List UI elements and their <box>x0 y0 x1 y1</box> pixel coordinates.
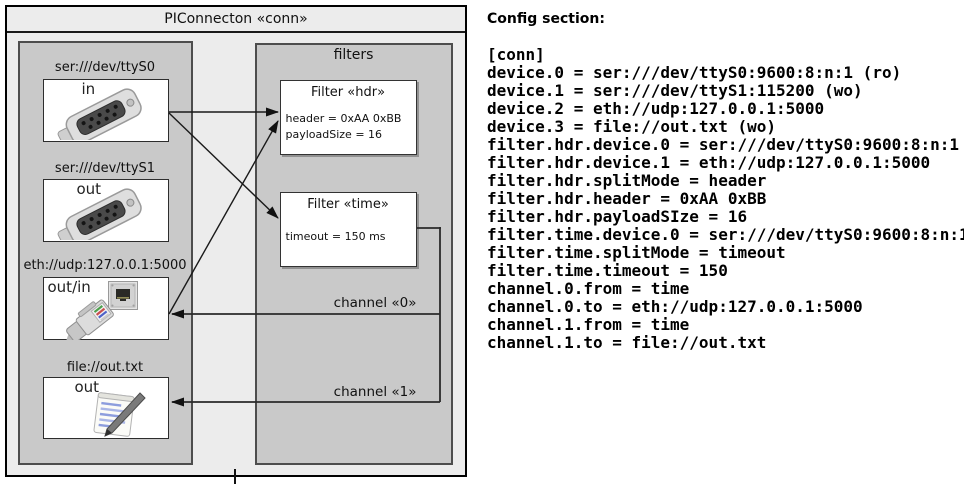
filter-attr: payloadSize = 16 <box>285 127 383 141</box>
channel-1-label: channel «1» <box>333 383 417 400</box>
config-line: filter.time.device.0 = ser:///dev/ttyS0:… <box>487 225 964 244</box>
config-line: filter.hdr.splitMode = header <box>487 171 767 190</box>
bottom-divider-tick <box>234 469 236 484</box>
device-box-eth: out/in <box>42 276 169 340</box>
piconnector-diagram: PIConnecton «conn» ser:///dev/ttyS0 in <box>5 5 467 477</box>
device-box-ttys1: out <box>42 178 169 242</box>
filter-box-time: Filter «time» timeout = 150 ms <box>279 191 417 267</box>
devices-panel: ser:///dev/ttyS0 in <box>17 40 193 465</box>
config-line: filter.time.timeout = 150 <box>487 261 728 280</box>
config-line: channel.0.to = eth://udp:127.0.0.1:5000 <box>487 297 863 316</box>
serial-connector-icon <box>57 87 142 140</box>
config-line: device.2 = eth://udp:127.0.0.1:5000 <box>487 99 825 118</box>
device-direction: out <box>76 179 102 198</box>
config-line: device.0 = ser:///dev/ttyS0:9600:8:n:1 (… <box>487 63 902 82</box>
serial-connector-icon <box>57 187 142 240</box>
filter-box-hdr: Filter «hdr» header = 0xAA 0xBB payloadS… <box>279 79 417 155</box>
config-line: filter.hdr.payloadSIze = 16 <box>487 207 748 226</box>
device-label-ttys1: ser:///dev/ttyS1 <box>54 160 156 176</box>
config-line: channel.1.to = file://out.txt <box>487 333 767 352</box>
config-line: channel.1.from = time <box>487 315 690 334</box>
device-label-ttys0: ser:///dev/ttyS0 <box>54 59 156 75</box>
config-line: filter.hdr.header = 0xAA 0xBB <box>487 189 767 208</box>
config-line: filter.hdr.device.0 = ser:///dev/ttyS0:9… <box>487 135 960 154</box>
device-label-file: file://out.txt <box>66 359 144 375</box>
title-divider <box>7 31 465 33</box>
filters-panel-title: filters <box>333 46 374 63</box>
ethernet-cable-icon <box>65 299 114 340</box>
rj45-jack-icon <box>107 280 138 310</box>
device-direction: out/in <box>47 277 91 296</box>
config-line: filter.time.splitMode = timeout <box>487 243 786 262</box>
diagram-title: PIConnecton «conn» <box>164 11 308 27</box>
config-line: channel.0.from = time <box>487 279 690 298</box>
config-line: device.3 = file://out.txt (wo) <box>487 117 776 136</box>
config-line: [conn] <box>487 45 545 64</box>
notepad-icon <box>93 391 146 437</box>
channel-0-label: channel «0» <box>333 294 417 311</box>
config-lines: [conn] device.0 = ser:///dev/ttyS0:9600:… <box>487 46 964 352</box>
filters-panel: filters Filter «hdr» header = 0xAA 0xBB … <box>254 42 453 465</box>
device-direction: out <box>74 377 100 396</box>
filter-attr: header = 0xAA 0xBB <box>285 111 402 125</box>
filter-title: Filter «hdr» <box>310 84 386 100</box>
config-line: filter.hdr.device.1 = eth://udp:127.0.0.… <box>487 153 931 172</box>
device-direction: in <box>81 79 96 98</box>
device-box-ttys0: in <box>42 78 169 142</box>
config-line: device.1 = ser:///dev/ttyS1:115200 (wo) <box>487 81 863 100</box>
filter-attr: timeout = 150 ms <box>285 229 386 243</box>
filter-title: Filter «time» <box>307 196 389 212</box>
device-box-file: out <box>42 376 169 439</box>
device-label-eth: eth://udp:127.0.0.1:5000 <box>23 257 187 273</box>
config-heading: Config section: <box>487 11 605 27</box>
